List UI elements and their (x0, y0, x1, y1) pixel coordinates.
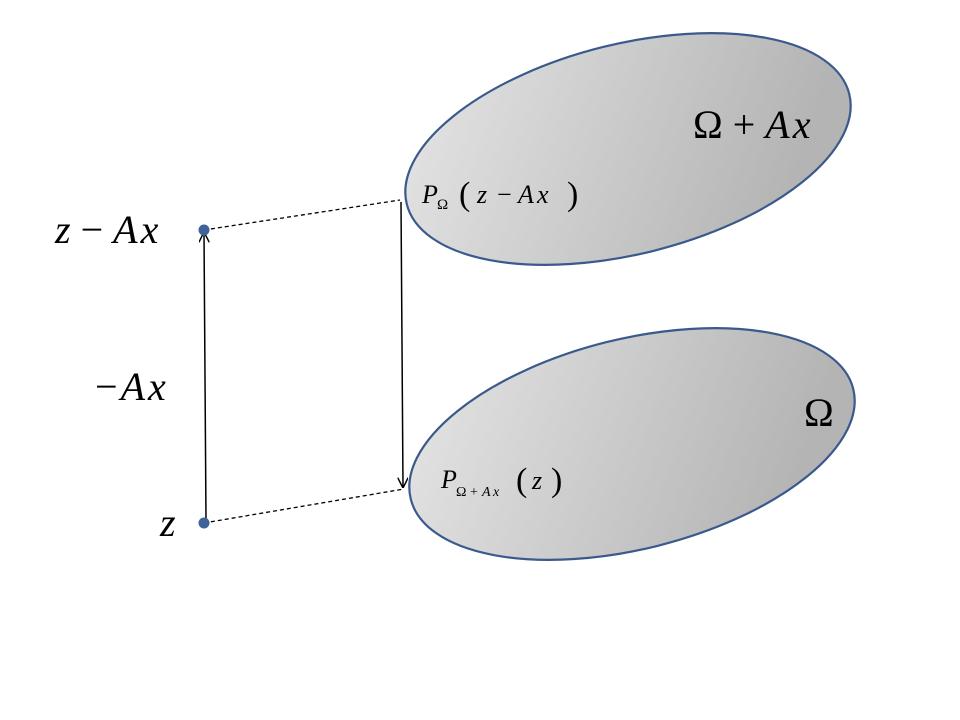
svg-text:): ) (567, 176, 578, 213)
label-z: z (159, 500, 176, 545)
label-omega-plus-ax: Ω+Ax (693, 102, 811, 147)
label-proj-top: P Ω ( z − A x ) (421, 176, 578, 213)
label-omega: Ω (804, 390, 834, 435)
point-z-minus-ax (198, 224, 210, 236)
svg-text:Ω: Ω (437, 197, 448, 213)
svg-text:A: A (481, 485, 491, 500)
set-omega-plus-ax (404, 32, 852, 266)
arrow-projection (401, 201, 403, 487)
dashed-line-bottom (203, 488, 405, 524)
svg-text:+: + (470, 485, 478, 500)
svg-text:x: x (536, 180, 549, 209)
svg-text:(: ( (516, 462, 527, 499)
svg-text:x: x (492, 485, 500, 500)
label-z-minus-ax: z−Ax (54, 207, 159, 252)
svg-text:(: ( (459, 176, 470, 213)
svg-text:A: A (516, 180, 534, 209)
svg-text:z: z (531, 466, 542, 495)
svg-text:P: P (440, 465, 457, 494)
label-proj-bottom: P Ω + A x ( z ) (440, 462, 562, 500)
svg-text:z: z (476, 180, 487, 209)
svg-text:P: P (421, 180, 438, 209)
label-minus-ax: −Ax (95, 364, 166, 409)
svg-text:−: − (497, 180, 512, 209)
dashed-line-top (203, 199, 401, 231)
set-omega (408, 327, 856, 561)
svg-text:): ) (551, 462, 562, 499)
svg-text:Ω: Ω (456, 485, 466, 500)
point-z (198, 517, 210, 529)
arrow-minus-ax (204, 233, 206, 521)
